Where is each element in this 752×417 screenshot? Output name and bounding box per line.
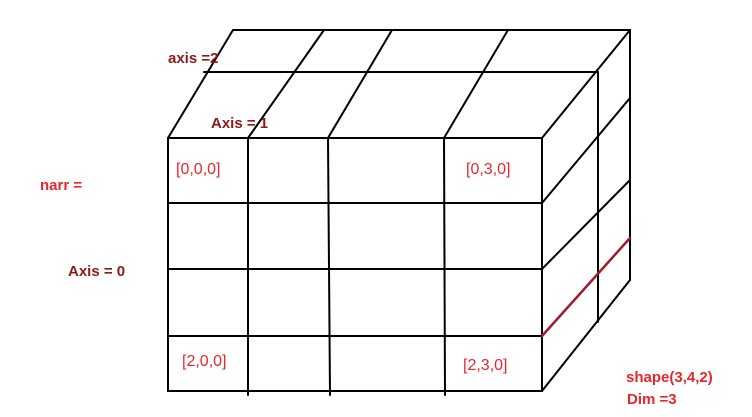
shape-label: shape(3,4,2): [626, 369, 713, 386]
cell-label-200: [2,0,0]: [182, 353, 226, 370]
cube-grid-lines: [167, 29, 631, 396]
cell-label-000: [0,0,0]: [176, 161, 220, 178]
cell-label-230: [2,3,0]: [463, 357, 507, 374]
cell-label-030: [0,3,0]: [466, 161, 510, 178]
axis0-label: Axis = 0: [68, 263, 125, 280]
axis1-label: Axis = 1: [211, 115, 268, 132]
highlighted-edge: [540, 236, 632, 338]
dim-label: Dim =3: [627, 391, 677, 408]
narr-label: narr =: [40, 177, 82, 194]
axis2-label: axis =2: [168, 50, 218, 67]
